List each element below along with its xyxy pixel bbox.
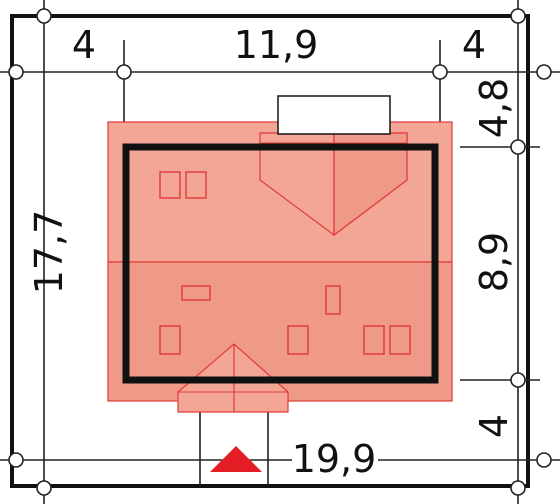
building-outline (122, 143, 439, 384)
dim-top-left: 4 (72, 23, 96, 67)
skylight (389, 325, 411, 355)
dimension-node-icon (8, 452, 24, 468)
dimension-node-icon (536, 64, 552, 80)
dimension-node-icon (36, 8, 52, 24)
dimension-node-icon (116, 64, 132, 80)
dimension-node-icon (432, 64, 448, 80)
dimension-node-icon (36, 480, 52, 496)
dim-right-bottom: 4 (472, 414, 516, 438)
dimension-node-icon (510, 8, 526, 24)
dim-top-width: 11,9 (234, 23, 319, 67)
dim-right-depth: 8,9 (472, 232, 516, 292)
dimension-node-icon (510, 139, 526, 155)
skylight (363, 325, 385, 355)
dimension-node-icon (510, 372, 526, 388)
skylights (159, 171, 411, 355)
dimension-node-icon (510, 480, 526, 496)
dim-left-depth: 17,7 (27, 210, 71, 295)
dimension-node-icon (8, 64, 24, 80)
skylight (287, 325, 309, 355)
dimension-nodes (8, 8, 552, 496)
entrance-triangle-icon (210, 446, 262, 472)
plot-boundary (10, 14, 530, 488)
house-roof (107, 95, 453, 413)
dim-bottom-width: 19,9 (292, 437, 377, 481)
skylight (185, 171, 207, 199)
skylight (181, 285, 211, 301)
chimney-block (277, 95, 391, 135)
dim-right-top: 4,8 (472, 78, 516, 138)
skylight (159, 325, 181, 355)
skylight (325, 285, 341, 315)
dimension-node-icon (536, 452, 552, 468)
skylight (159, 171, 181, 199)
dim-top-right: 4 (462, 23, 486, 67)
